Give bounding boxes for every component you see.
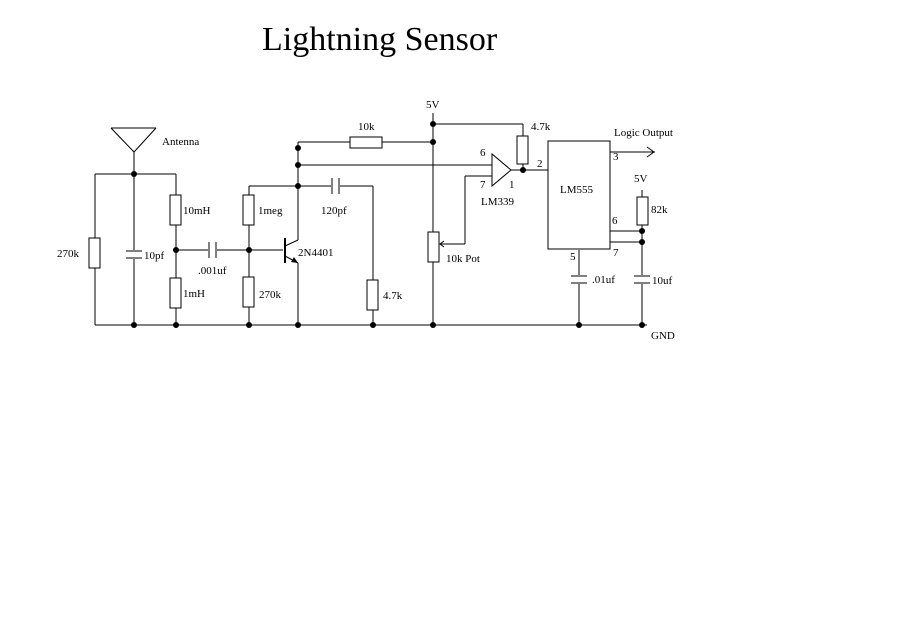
- potentiometer-10k: [427, 231, 449, 263]
- resistor-82k: [636, 196, 649, 226]
- timer-lm555-label: LM555: [560, 184, 594, 196]
- antenna-label: Antenna: [162, 136, 199, 148]
- ground-label: GND: [651, 330, 675, 342]
- arrow-right-icon: [646, 146, 655, 158]
- inductor-10mh-label: 10mH: [183, 205, 211, 217]
- supply-5v-top-label: 5V: [426, 99, 440, 111]
- inductor-10mh: [169, 194, 182, 226]
- resistor-270k-base-label: 270k: [259, 289, 282, 301]
- logic-output-label: Logic Output: [614, 127, 673, 139]
- inductor-1mh-label: 1mH: [183, 288, 205, 300]
- resistor-270k-left: [88, 237, 101, 269]
- comparator-pin-6: 6: [480, 147, 486, 159]
- resistor-4-7k-pullup: [516, 135, 529, 165]
- resistor-4-7k-emitter-label: 4.7k: [383, 290, 403, 302]
- timer-pin-7: 7: [613, 247, 619, 259]
- resistor-82k-label: 82k: [651, 204, 668, 216]
- resistor-4-7k-emitter: [366, 279, 379, 311]
- capacitor-120pf: [331, 178, 340, 194]
- inductor-1mh: [169, 277, 182, 309]
- capacitor-001uf-label: .001uf: [198, 265, 227, 277]
- antenna-icon: [110, 127, 157, 153]
- resistor-10k: [349, 136, 383, 149]
- resistor-10k-label: 10k: [358, 121, 375, 133]
- timer-pin-2: 2: [537, 158, 543, 170]
- resistor-1meg-label: 1meg: [258, 205, 283, 217]
- capacitor-001uf: [208, 242, 217, 258]
- resistor-4-7k-pullup-label: 4.7k: [531, 121, 551, 133]
- capacitor-120pf-label: 120pf: [321, 205, 347, 217]
- timer-lm555-chip: [547, 140, 611, 250]
- comparator-pin-7: 7: [480, 179, 486, 191]
- supply-5v-right-label: 5V: [634, 173, 648, 185]
- timer-pin-3: 3: [613, 151, 619, 163]
- page-title: Lightning Sensor: [262, 21, 498, 58]
- transistor-2n4401-label: 2N4401: [298, 247, 333, 259]
- comparator-lm339-label: LM339: [481, 196, 515, 208]
- timer-pin-5: 5: [570, 251, 576, 263]
- capacitor-10uf-label: 10uf: [652, 275, 673, 287]
- resistor-270k-base: [242, 276, 255, 308]
- transistor-2n4401-icon: [284, 238, 299, 264]
- comparator-lm339-icon: [491, 152, 512, 188]
- capacitor-01uf-label: .01uf: [592, 274, 615, 286]
- capacitor-01uf: [571, 275, 587, 284]
- capacitor-10uf: [634, 275, 650, 284]
- resistor-270k-left-label: 270k: [57, 248, 80, 260]
- resistor-1meg: [242, 194, 255, 226]
- junction-dots: [131, 121, 645, 328]
- comparator-pin-1: 1: [509, 179, 515, 191]
- timer-pin-6: 6: [612, 215, 618, 227]
- potentiometer-10k-label: 10k Pot: [446, 253, 480, 265]
- capacitor-10pf: [126, 250, 142, 259]
- capacitor-10pf-label: 10pf: [144, 250, 165, 262]
